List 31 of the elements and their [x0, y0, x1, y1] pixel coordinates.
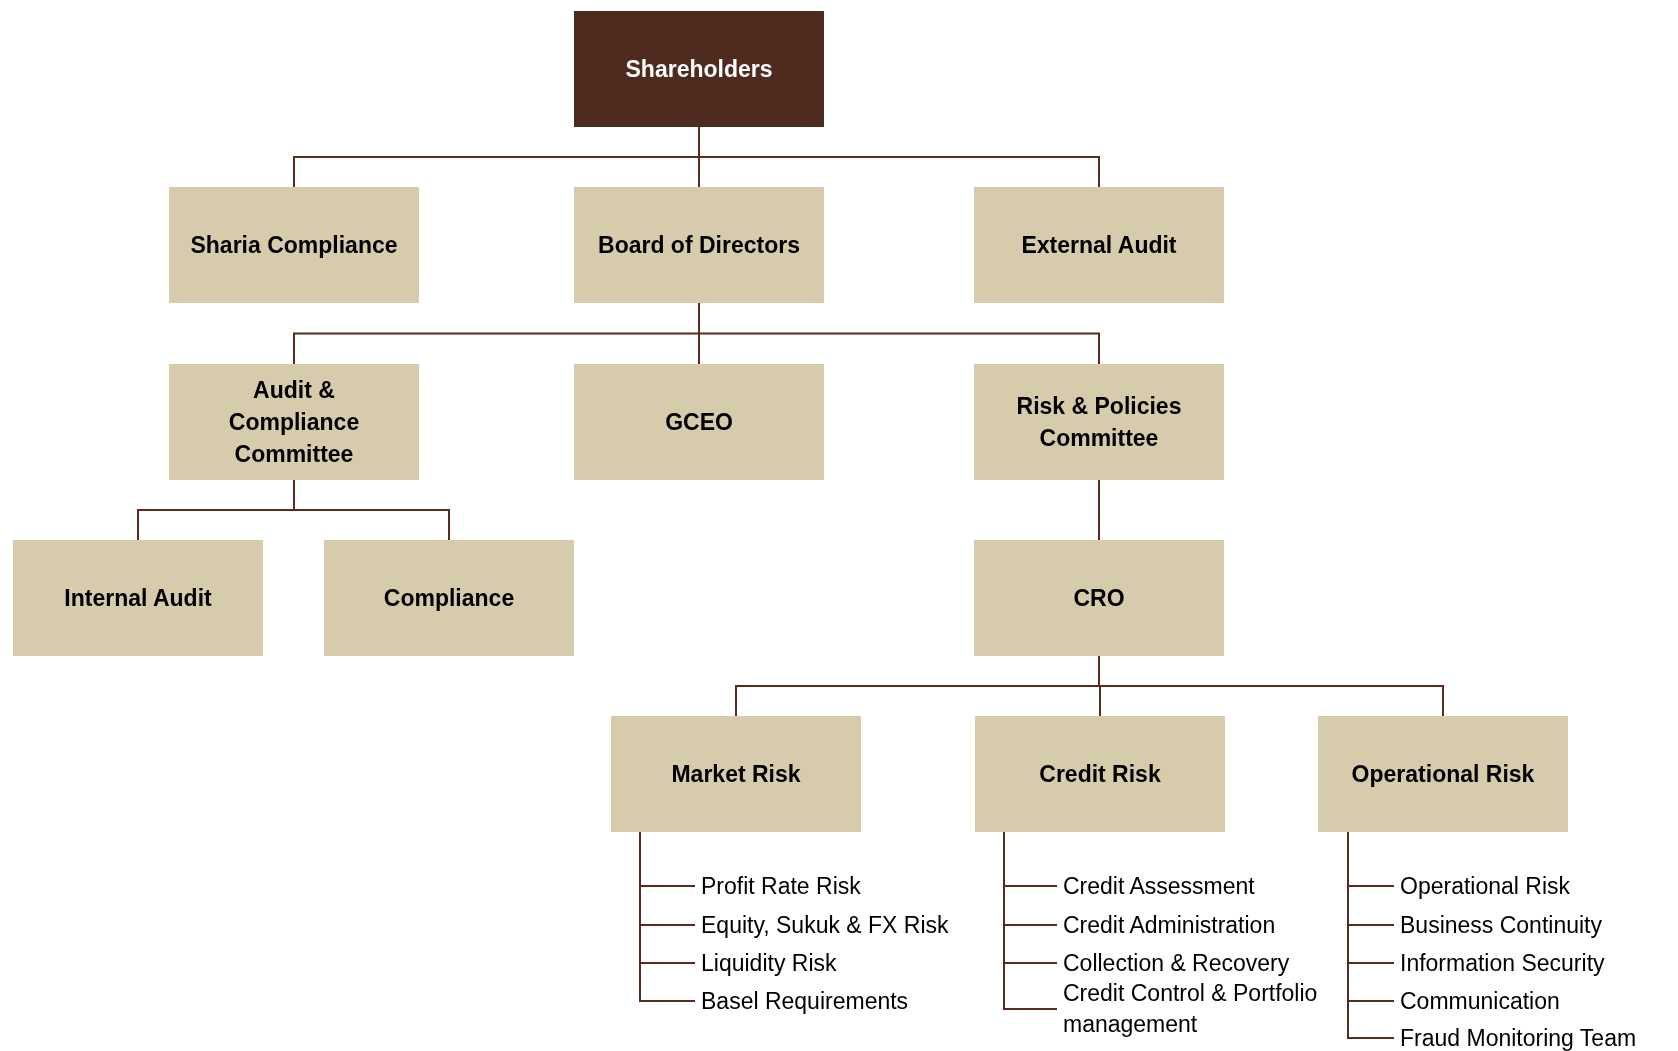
org-box: Audit & Compliance Committee [169, 364, 419, 480]
org-box: Shareholders [574, 11, 824, 127]
org-box: Internal Audit [13, 540, 263, 656]
org-box: Risk & Policies Committee [974, 364, 1224, 480]
list-item: Profit Rate Risk [701, 870, 861, 902]
org-box: Compliance [324, 540, 574, 656]
connector-line [1003, 831, 1058, 1010]
list-item: Fraud Monitoring Team [1400, 1022, 1637, 1051]
org-box: CRO [974, 540, 1224, 656]
list-item: Collection & Recovery [1063, 947, 1290, 979]
list-item: Credit Assessment [1063, 870, 1255, 902]
list-item: Communication [1400, 985, 1560, 1017]
org-box: External Audit [974, 187, 1224, 303]
org-box: Board of Directors [574, 187, 824, 303]
list-item: Basel Requirements [701, 985, 909, 1017]
connector-line [1098, 479, 1100, 541]
list-item: Information Security [1400, 947, 1605, 979]
list-item: Credit Control & Portfolio management [1063, 978, 1318, 1040]
org-box: Sharia Compliance [169, 187, 419, 303]
connector-line [1347, 831, 1395, 1039]
list-item: Credit Administration [1063, 909, 1276, 941]
connector-line [293, 479, 450, 541]
list-item: Equity, Sukuk & FX Risk [701, 909, 949, 941]
org-box: Market Risk [611, 716, 861, 832]
connector-line [639, 831, 696, 1002]
list-item: Operational Risk [1400, 870, 1571, 902]
list-item: Business Continuity [1400, 909, 1602, 941]
org-box: GCEO [574, 364, 824, 480]
org-box: Operational Risk [1318, 716, 1568, 832]
org-box: Credit Risk [975, 716, 1225, 832]
list-item: Liquidity Risk [701, 947, 837, 979]
